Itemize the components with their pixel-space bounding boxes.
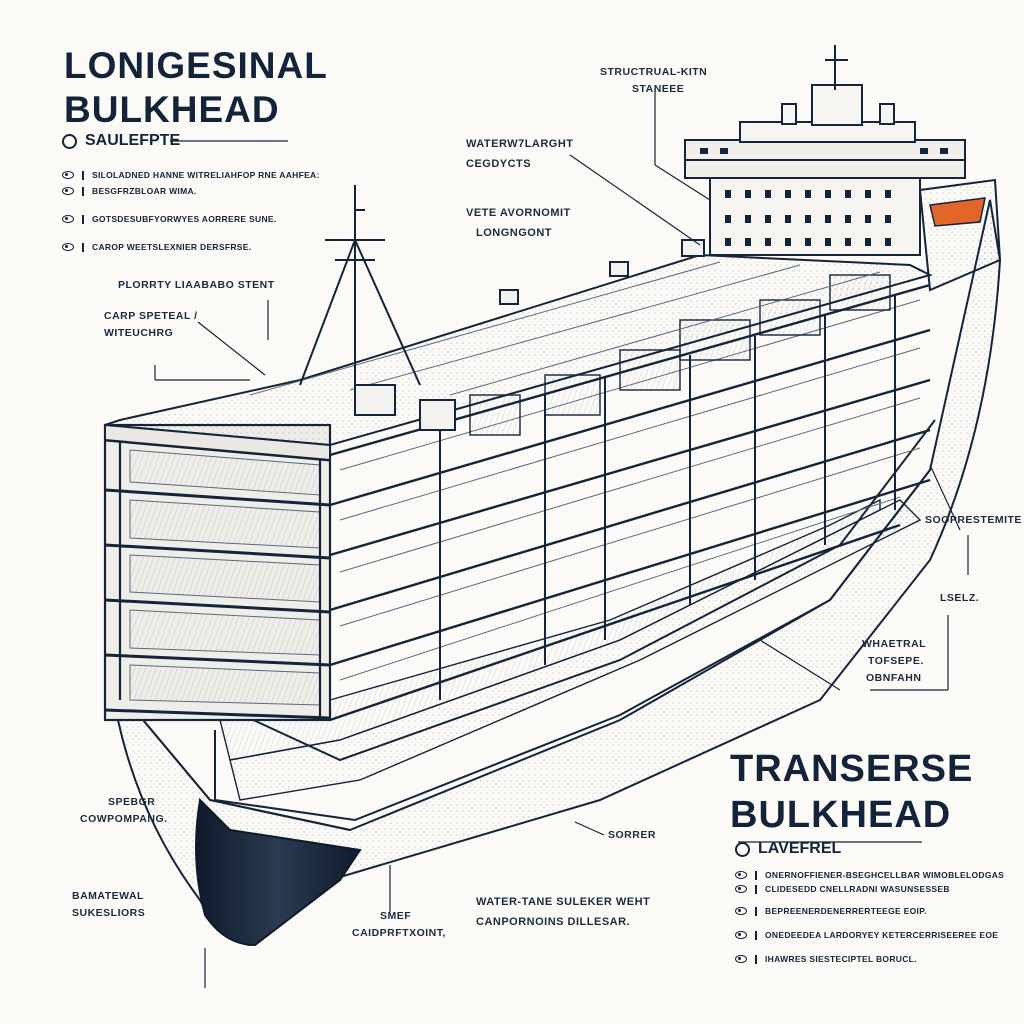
eye-bullet-icon [735, 885, 747, 893]
title-line-1: LONIGESINAL [64, 45, 328, 86]
eye-bullet-icon [735, 871, 747, 879]
callout-water-top: WATERW7LARGHT CEGDYCTS [466, 138, 574, 170]
compass-circle-icon [62, 133, 77, 149]
callout-smef: SMEF CAIDPRFTXOINT, [352, 910, 446, 939]
callout-structural: STRUCTRUAL-KITN STANEEE [600, 66, 708, 95]
callout-carp: CARP SPETEAL / WITEUCHRG [104, 310, 198, 339]
title-line-2: BULKHEAD [730, 794, 952, 836]
interior-floors [219, 498, 922, 801]
callout-vete: VETE AVORNOMIT LONGNGONT [466, 207, 571, 239]
leader-lines [154, 88, 969, 988]
eye-bullet-icon [62, 187, 74, 195]
callout-whaetral: WHAETRAL TOFSEPE. OBNFAHN [862, 638, 927, 684]
title-line-1: TRANSERSE [730, 748, 974, 790]
callout-soprestemite: SOOPRESTEMITE [925, 514, 1022, 526]
eye-bullet-icon [735, 907, 747, 915]
main-deck [104, 239, 933, 462]
eye-bullet-icon [62, 215, 74, 223]
legend-left-item: BESGFRZBLOAR WIMA. [62, 186, 320, 196]
legend-right-item: ONERNOFFIENER-BSEGHCELLBAR WIMOBLELODGAS [735, 870, 1004, 880]
eye-bullet-icon [62, 243, 74, 251]
legend-right: LAVEFREL ONERNOFFIENER-BSEGHCELLBAR WIMO… [735, 840, 1004, 964]
front-deck-stack [103, 423, 332, 722]
legend-right-item: IHAWRES SIESTECIPTEL BORUCL. [735, 954, 1004, 964]
legend-left-heading: SAULEFPTE [62, 132, 320, 150]
eye-bullet-icon [735, 955, 747, 963]
legend-left-item: CAROP WEETSLEXNIER DERSFRSE. [62, 242, 320, 252]
legend-left: SAULEFPTE SILOLADNED HANNE WITRELIAHFOP … [62, 132, 320, 252]
legend-right-item: BEPREENERDENERRERTEEGE EOIP. [735, 906, 1004, 916]
callout-spebgr: SPEBGR COWPOMPANG. [80, 796, 168, 825]
compass-circle-icon [735, 841, 750, 857]
legend-right-item: ONEDEEDEA LARDORYEY KETERCERRISEEREE EOE [735, 930, 1004, 940]
callout-water-tane: WATER-TANE SULEKER WEHT CANPORNOINS DILL… [476, 896, 651, 928]
legend-left-item: GOTSDESUBFYORWYES AORRERE SUNE. [62, 214, 320, 224]
title-line-2: BULKHEAD [64, 89, 280, 130]
callout-sorrer: SORRER [608, 829, 656, 841]
legend-right-heading: LAVEFREL [735, 840, 1004, 858]
legend-left-item: SILOLADNED HANNE WITRELIAHFOP RNE AAHFEA… [62, 170, 320, 180]
lifeboat-icon [929, 197, 986, 227]
callout-lselz: LSELZ. [940, 592, 980, 604]
bridge-superstructure [684, 45, 1002, 292]
callout-bamatewal: BAMATEWAL SUKESLIORS [72, 890, 146, 919]
eye-bullet-icon [62, 171, 74, 179]
mast-icon [299, 185, 421, 395]
legend-right-item: CLIDESEDD CNELLRADNI WASUNSESSEB [735, 884, 1004, 894]
title-transverse-bulkhead: TRANSERSE BULKHEAD [730, 746, 973, 838]
callout-plority: PLORRTY LIAABABO STENT [118, 279, 275, 291]
title-longitudinal-bulkhead: LONIGESINAL BULKHEAD [64, 44, 328, 132]
eye-bullet-icon [735, 931, 747, 939]
